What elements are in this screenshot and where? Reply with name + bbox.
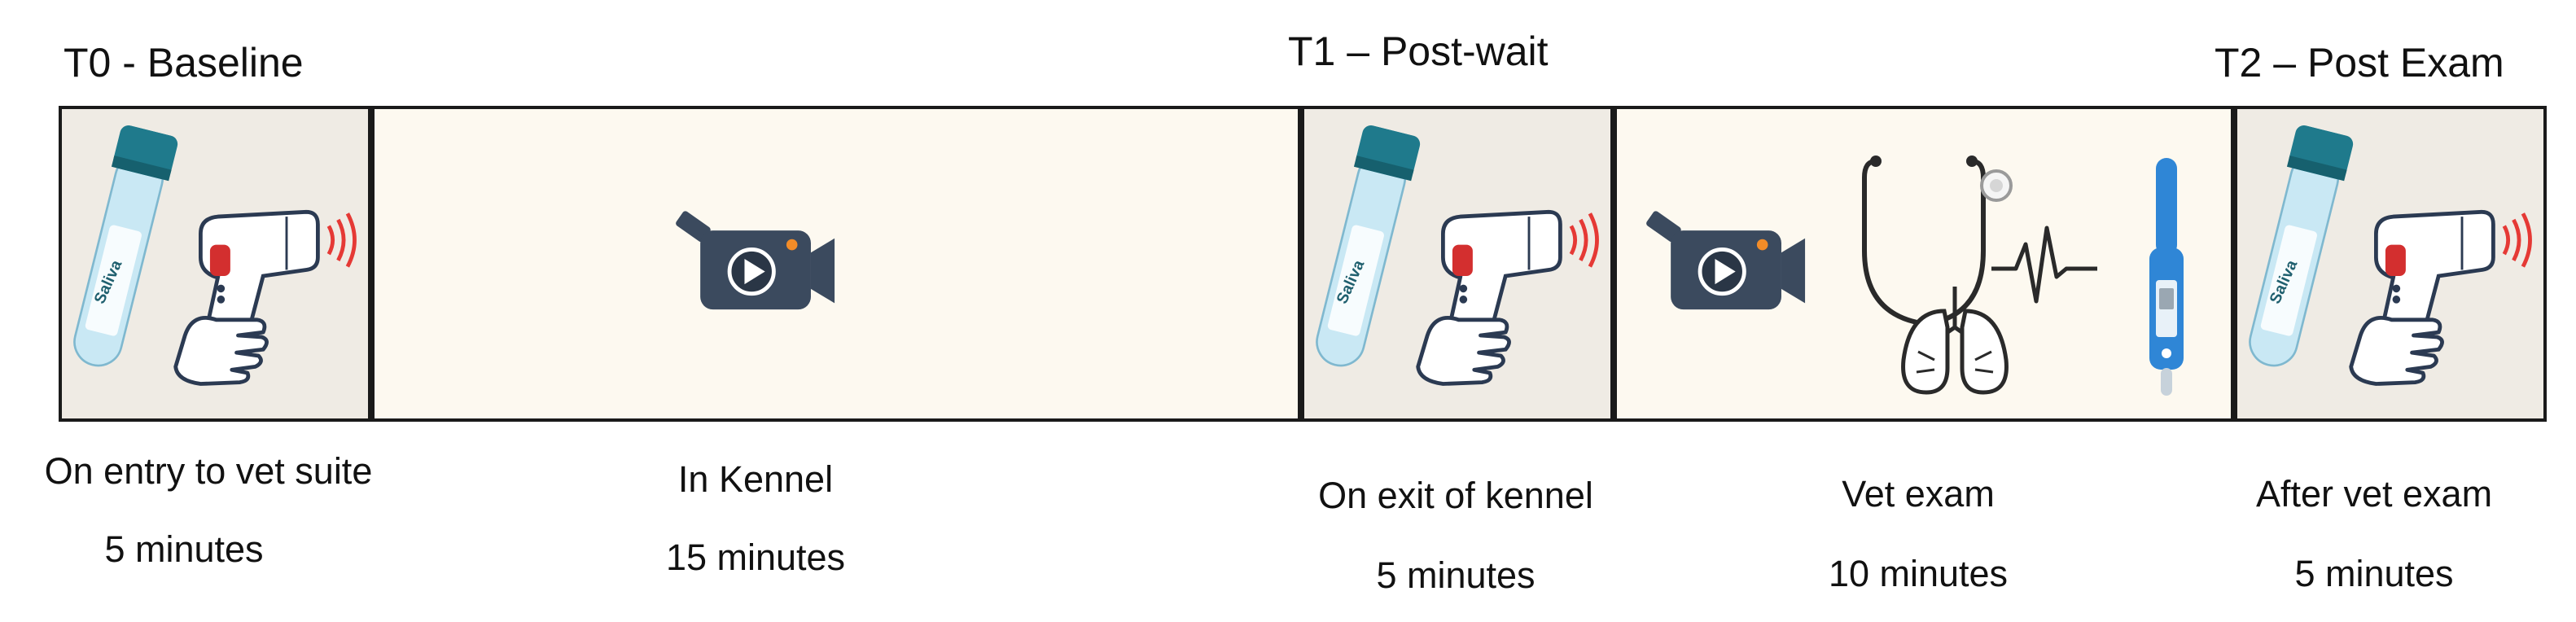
- stage-label: On entry to vet suite: [44, 450, 373, 492]
- timepoint-label-t1: T1 – Post-wait: [1288, 28, 1549, 74]
- stage-box-kennel: [371, 106, 1301, 422]
- saliva-tube-icon: Saliva: [1305, 122, 1423, 374]
- timepoint-label-t2: T2 – Post Exam: [2215, 40, 2504, 85]
- timepoint-label-t0: T0 - Baseline: [64, 40, 304, 85]
- stage-label: Vet exam: [1842, 473, 1995, 515]
- stage-label: In Kennel: [677, 458, 834, 500]
- stage-duration: 5 minutes: [2294, 553, 2454, 594]
- video-camera-icon: [676, 207, 839, 313]
- stage-duration: 15 minutes: [665, 537, 846, 578]
- stage-box-vet-exam: [1614, 106, 2234, 422]
- stage-label: On exit of kennel: [1318, 475, 1593, 516]
- video-camera-icon: [1646, 207, 1809, 313]
- digital-thermometer-icon: [2149, 158, 2184, 396]
- stage-label: After vet exam: [2255, 473, 2493, 515]
- stage-box-entry: Saliva: [59, 106, 371, 422]
- heartbeat-icon: [1991, 226, 2097, 304]
- lungs-icon: [1901, 287, 2009, 395]
- infrared-thermometer-icon: [2345, 199, 2540, 394]
- stage-duration: 10 minutes: [1828, 553, 2009, 594]
- stage-box-post-exam: Saliva: [2234, 106, 2547, 422]
- stage-duration: 5 minutes: [104, 528, 264, 570]
- saliva-tube-icon: Saliva: [2238, 122, 2356, 374]
- infrared-thermometer-icon: [169, 199, 365, 394]
- saliva-tube-icon: Saliva: [63, 122, 181, 374]
- infrared-thermometer-icon: [1412, 199, 1607, 394]
- stage-box-exit: Saliva: [1301, 106, 1614, 422]
- stage-duration: 5 minutes: [1376, 554, 1536, 596]
